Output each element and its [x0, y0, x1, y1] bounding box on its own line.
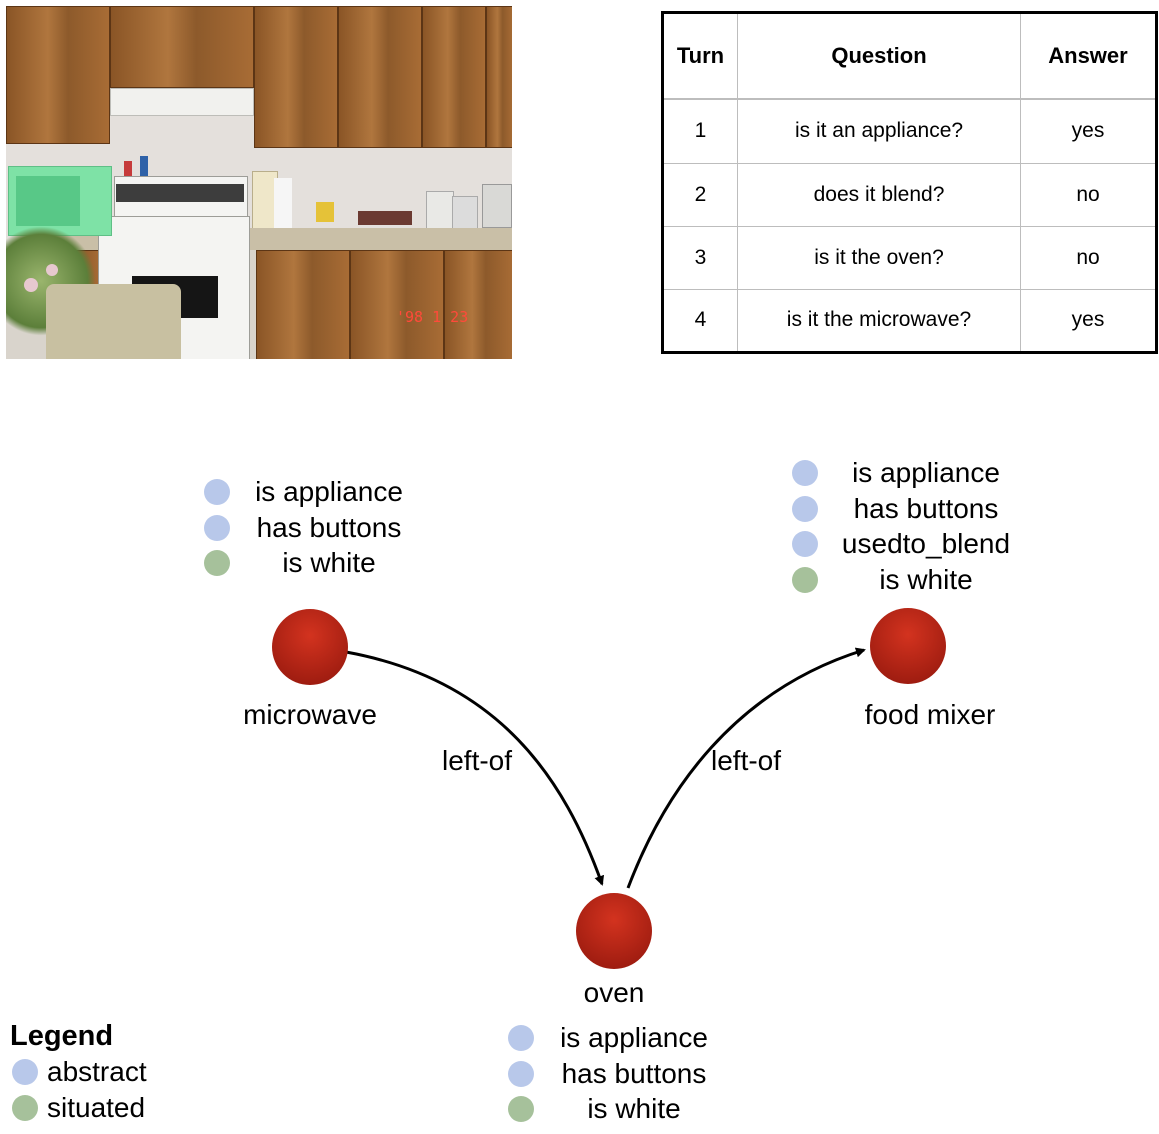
- abstract-dot-icon: [204, 514, 230, 541]
- node-label-microwave: microwave: [243, 699, 377, 730]
- date-stamp: '98 1 23: [396, 308, 469, 326]
- node-label-food-mixer: food mixer: [864, 699, 996, 730]
- situated-dot-icon: [12, 1095, 38, 1121]
- legend-label: abstract: [47, 1056, 147, 1087]
- attributes-oven: is appliance has buttons is white: [508, 1020, 728, 1127]
- table-row: 2 does it blend? no: [664, 162, 1155, 227]
- attributes-microwave: is appliance has buttons is white: [204, 474, 424, 581]
- turn-cell: 3: [664, 225, 738, 290]
- answer-cell: yes: [1020, 288, 1155, 351]
- turn-cell: 2: [664, 162, 738, 227]
- edge-label-oven-food-mixer: left-of: [711, 745, 782, 776]
- header-answer: Answer: [1020, 14, 1155, 100]
- edge-label-microwave-oven: left-of: [442, 745, 513, 776]
- abstract-dot-icon: [508, 1025, 534, 1051]
- attribute-item: has buttons: [204, 510, 424, 546]
- turn-cell: 4: [664, 288, 738, 351]
- attribute-item: is appliance: [204, 474, 424, 510]
- answer-cell: no: [1020, 162, 1155, 227]
- situated-dot-icon: [204, 550, 230, 576]
- situated-dot-icon: [508, 1096, 534, 1122]
- table-header-row: Turn Question Answer: [664, 14, 1155, 100]
- qa-table: Turn Question Answer 1 is it an applianc…: [661, 11, 1158, 354]
- attribute-item: is appliance: [792, 455, 1032, 491]
- table-row: 1 is it an appliance? yes: [664, 98, 1155, 164]
- abstract-dot-icon: [792, 495, 818, 522]
- question-cell: does it blend?: [737, 162, 1021, 227]
- legend-item-abstract: abstract: [10, 1054, 147, 1090]
- node-label-oven: oven: [583, 977, 645, 1008]
- question-cell: is it the oven?: [737, 225, 1021, 290]
- abstract-dot-icon: [792, 460, 818, 486]
- header-turn: Turn: [664, 14, 738, 100]
- table-row: 4 is it the microwave? yes: [664, 288, 1155, 351]
- abstract-dot-icon: [204, 479, 230, 505]
- turn-cell: 1: [664, 98, 738, 164]
- edge-microwave-oven: [345, 650, 605, 886]
- attribute-item: is white: [204, 545, 424, 581]
- kitchen-photo: '98 1 23: [6, 6, 512, 359]
- abstract-dot-icon: [12, 1059, 38, 1085]
- attribute-item: is appliance: [508, 1020, 728, 1056]
- attribute-item: is white: [508, 1091, 728, 1127]
- attributes-food-mixer: is appliance has buttons usedto_blend is…: [792, 455, 1032, 597]
- question-cell: is it an appliance?: [737, 98, 1021, 164]
- situated-dot-icon: [792, 566, 818, 593]
- answer-cell: yes: [1020, 98, 1155, 164]
- legend-label: situated: [47, 1092, 146, 1123]
- attribute-item: has buttons: [792, 491, 1032, 527]
- attribute-item: usedto_blend: [792, 526, 1032, 562]
- abstract-dot-icon: [508, 1060, 534, 1087]
- node-food-mixer: [870, 608, 946, 684]
- abstract-dot-icon: [792, 531, 818, 557]
- table-row: 3 is it the oven? no: [664, 225, 1155, 290]
- header-question: Question: [737, 14, 1021, 100]
- attribute-item: has buttons: [508, 1056, 728, 1092]
- node-microwave: [272, 609, 348, 685]
- legend-title: Legend: [10, 1020, 114, 1052]
- question-cell: is it the microwave?: [737, 288, 1021, 351]
- attribute-item: is white: [792, 562, 1032, 598]
- edge-oven-food-mixer: [626, 647, 866, 889]
- answer-cell: no: [1020, 225, 1155, 290]
- legend: Legend abstract situated: [10, 1018, 147, 1126]
- node-oven: [576, 893, 652, 969]
- legend-item-situated: situated: [10, 1090, 147, 1126]
